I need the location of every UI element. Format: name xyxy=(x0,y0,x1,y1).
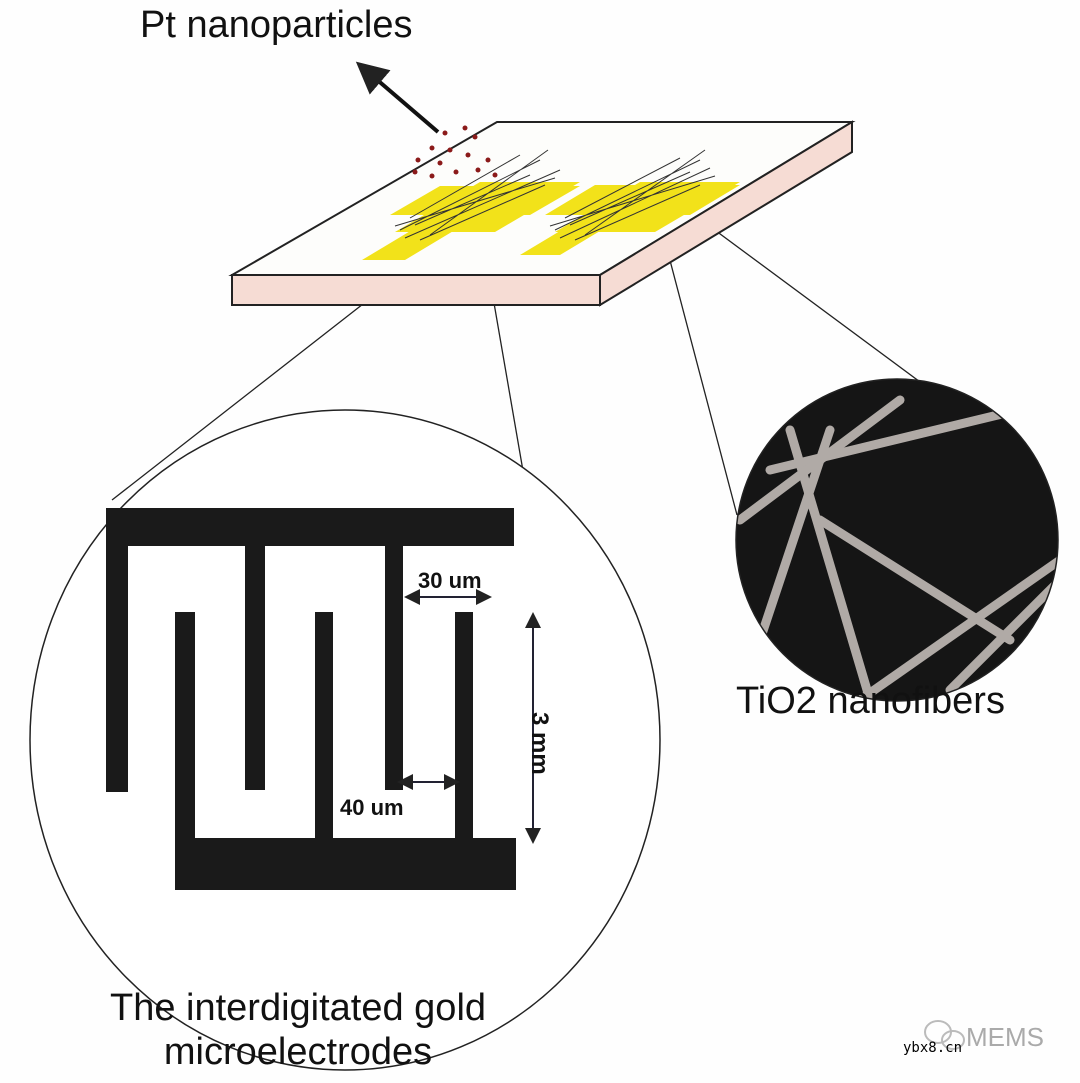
electrode-label: The interdigitated gold microelectrodes xyxy=(58,986,538,1074)
dim-40um: 40 um xyxy=(340,795,404,820)
interdigitated-electrode xyxy=(106,508,516,890)
pt-nanoparticles-label: Pt nanoparticles xyxy=(140,4,413,46)
substrate-chip xyxy=(228,120,856,307)
wechat-icon xyxy=(924,1020,965,1050)
pt-arrow xyxy=(355,61,440,134)
watermark-brand: MEMS xyxy=(966,1022,1044,1052)
nanofiber-bundles xyxy=(394,149,716,241)
pt-nanoparticles xyxy=(412,125,498,179)
watermark-site: ybx8.cn xyxy=(903,1040,963,1056)
dim-3mm: 3 mm xyxy=(526,712,553,775)
dimension-arrows xyxy=(397,589,541,844)
tio2-nanofibers-label: TiO2 nanofibers xyxy=(736,680,1005,722)
electrode-label-line1: The interdigitated gold xyxy=(109,987,487,1029)
electrode-zoom-circle xyxy=(29,409,661,1071)
sem-nanofiber-image xyxy=(735,378,1059,702)
dim-30um: 30 um xyxy=(418,568,482,593)
electrode-label-line2: microelectrodes xyxy=(163,1031,433,1073)
